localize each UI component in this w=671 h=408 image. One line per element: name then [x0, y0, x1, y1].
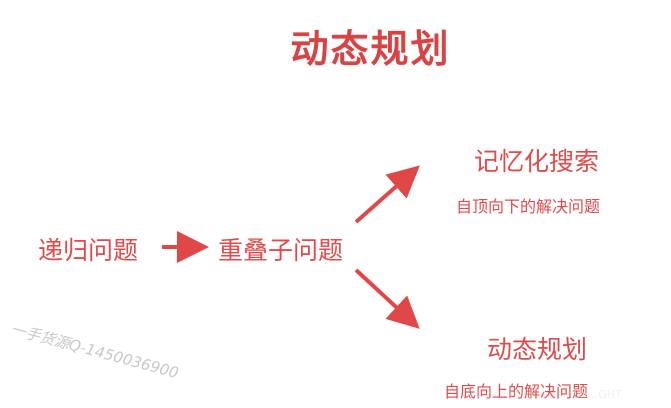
arrow-overlap-to-memo: [354, 165, 420, 224]
node-dynamic-programming-desc: 自底向上的解决问题: [444, 382, 589, 401]
node-overlapping-subproblems: 重叠子问题: [218, 236, 344, 265]
source-watermark: https://blog.csdn.net/...GHT: [470, 388, 622, 401]
node-dynamic-programming: 动态规划: [487, 335, 588, 364]
node-recursion: 递归问题: [38, 236, 139, 265]
node-memoization: 记忆化搜索: [474, 147, 600, 176]
diagram-title: 动态规划: [290, 27, 451, 71]
node-memoization-desc: 自顶向下的解决问题: [456, 197, 601, 216]
arrow-overlap-to-dp: [354, 268, 420, 329]
